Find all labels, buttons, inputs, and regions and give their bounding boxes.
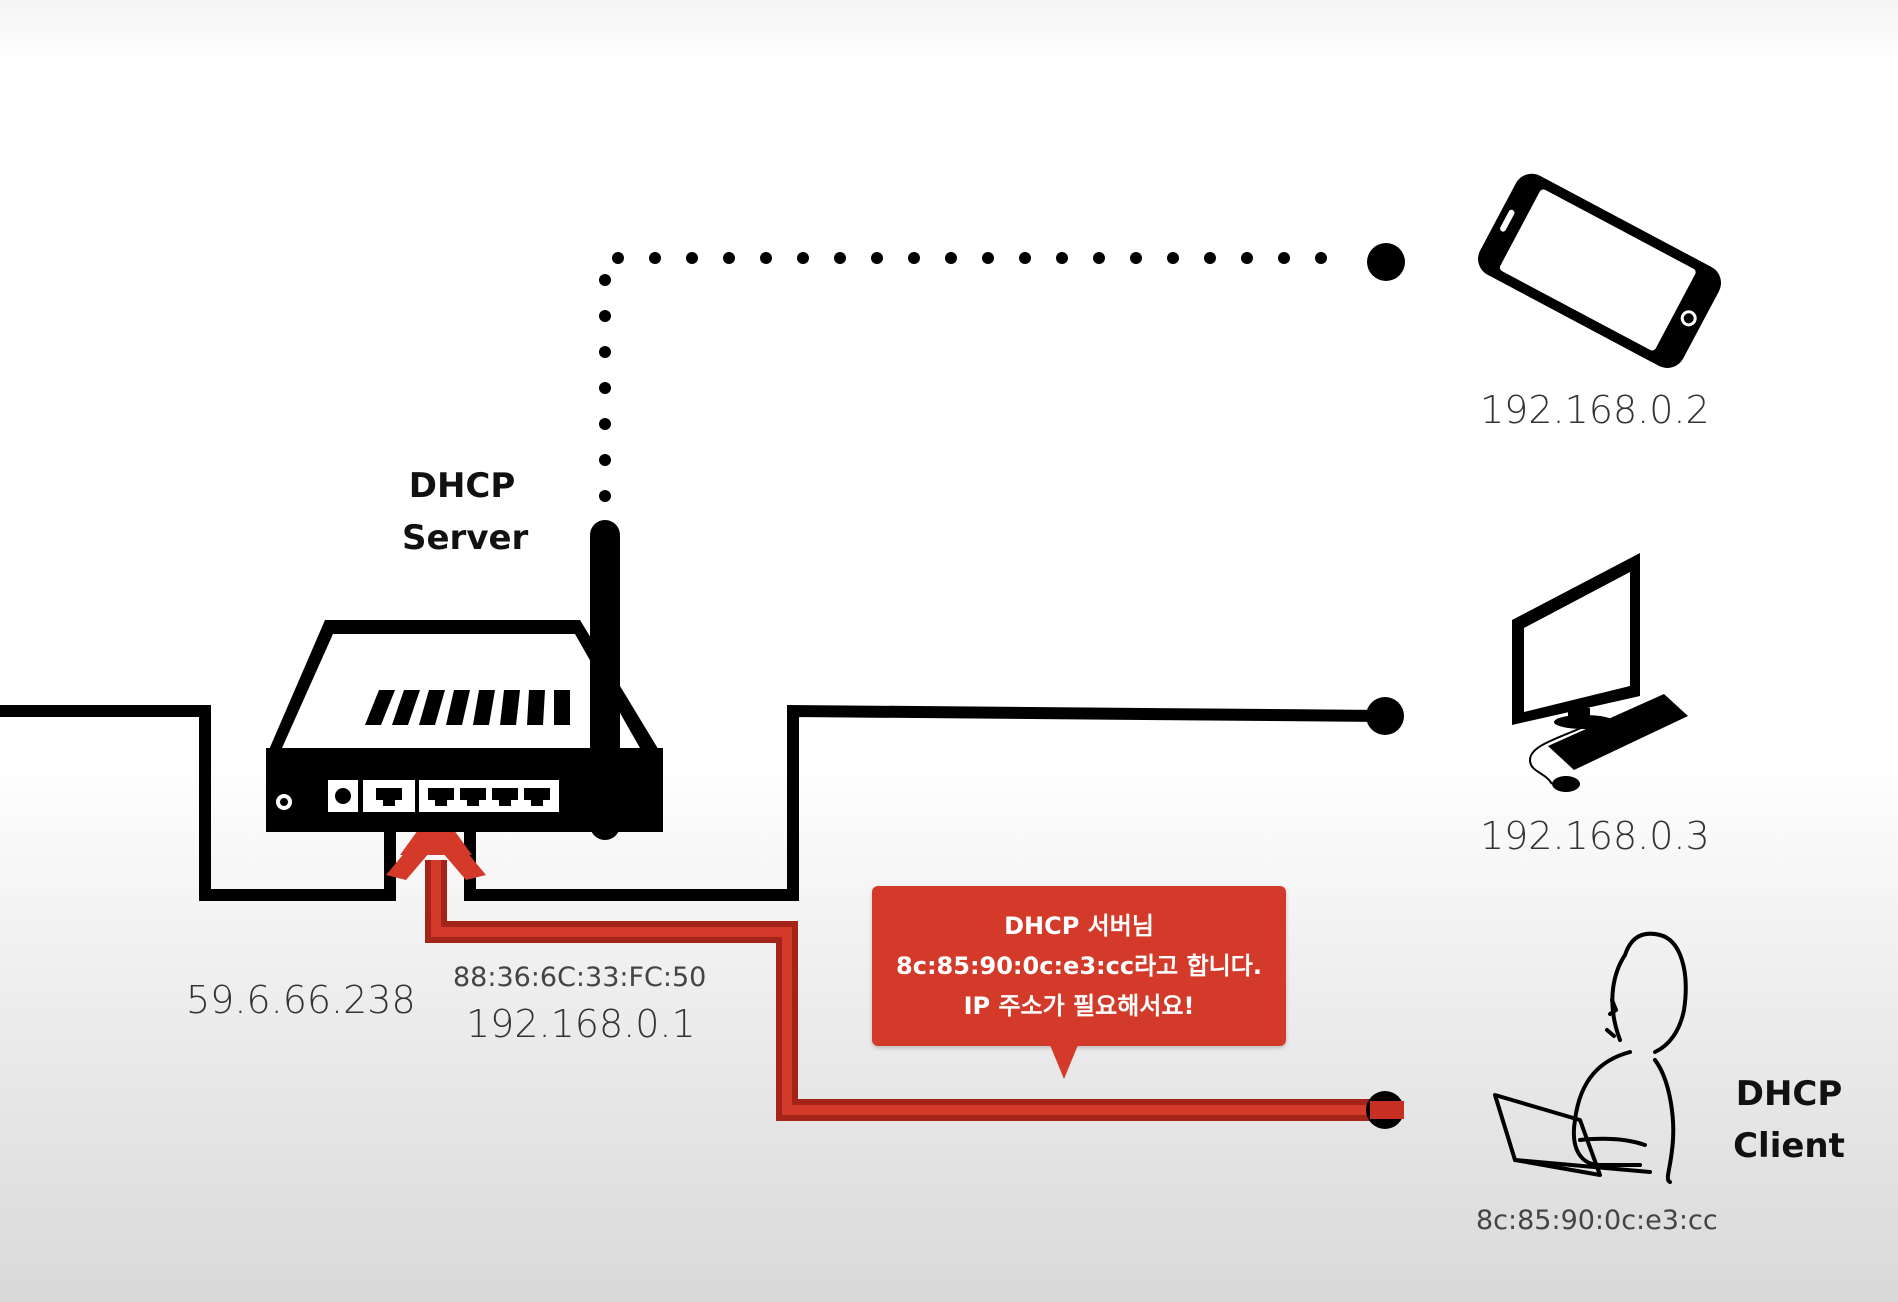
phone-ip: 192.168.0.2 (1480, 388, 1710, 432)
phone-endpoint (1367, 243, 1405, 281)
server-label-line2: Server (402, 518, 529, 558)
desktop-ip: 192.168.0.3 (1480, 814, 1710, 858)
wan-cable (0, 705, 396, 901)
server-label: DHCP Server (402, 460, 529, 564)
wireless-link-phone (599, 252, 1327, 502)
client-label-line1: DHCP (1735, 1074, 1843, 1114)
dhcp-request-path (386, 805, 1385, 1121)
client-label-line2: Client (1733, 1126, 1845, 1166)
client-mac: 8c:85:90:0c:e3:cc (1476, 1205, 1718, 1236)
client-person-icon (1493, 931, 1688, 1184)
client-label: DHCP Client (1729, 1068, 1849, 1172)
phone-icon (1478, 173, 1722, 368)
bubble-line2: 8c:85:90:0c:e3:cc라고 합니다. (896, 952, 1262, 980)
router-lan-mac: 88:36:6C:33:FC:50 (453, 962, 707, 993)
desktop-icon (1512, 553, 1688, 792)
bubble-line3: IP 주소가 필요해서요! (963, 992, 1195, 1020)
router-icon (266, 520, 663, 840)
router-wan-ip: 59.6.66.238 (186, 978, 416, 1022)
server-label-line1: DHCP (408, 466, 516, 506)
client-endpoint-highlight (1370, 1101, 1404, 1119)
bubble-tail (1050, 1045, 1078, 1079)
desktop-endpoint (1366, 697, 1404, 735)
dhcp-request-bubble: DHCP 서버님 8c:85:90:0c:e3:cc라고 합니다. IP 주소가… (872, 886, 1286, 1046)
bubble-line1: DHCP 서버님 (1004, 912, 1154, 940)
router-lan-ip: 192.168.0.1 (466, 1002, 696, 1046)
